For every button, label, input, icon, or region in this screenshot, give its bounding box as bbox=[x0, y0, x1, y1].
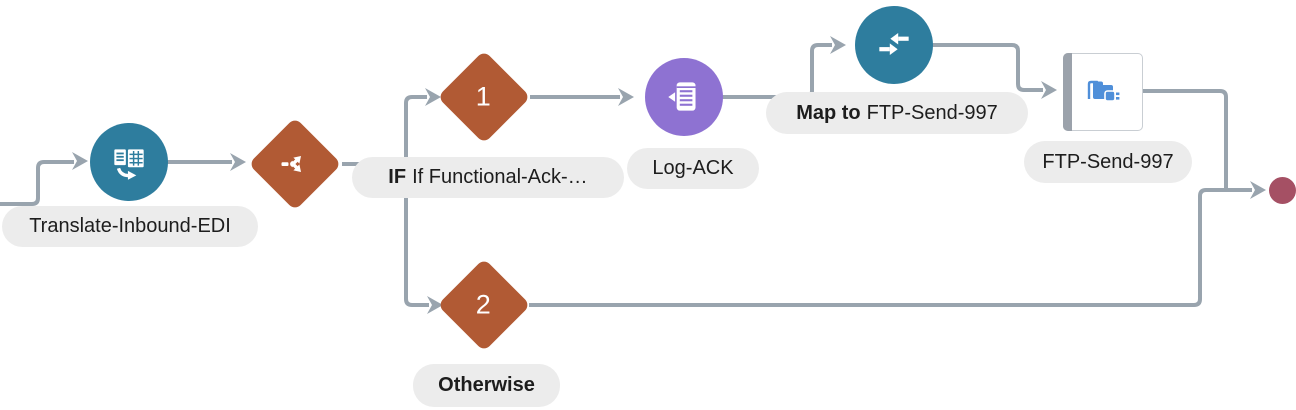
arrowhead bbox=[830, 36, 846, 54]
log-ack-label: Log-ACK bbox=[627, 148, 759, 189]
translate-label-text: Translate-Inbound-EDI bbox=[29, 215, 231, 237]
translate-node-label: Translate-Inbound-EDI bbox=[2, 206, 258, 247]
start-connector bbox=[0, 160, 74, 206]
branch-arrows-icon bbox=[281, 156, 301, 172]
branch2-to-end-connector bbox=[529, 188, 1252, 307]
map-arrows-icon bbox=[879, 32, 909, 55]
map-node-label: Map to FTP-Send-997 bbox=[766, 92, 1028, 134]
branch-1-number: 1 bbox=[476, 81, 492, 112]
ftp-label-text: FTP-Send-997 bbox=[1042, 150, 1174, 173]
log-ack-node[interactable] bbox=[645, 58, 723, 136]
branch-split-connector bbox=[404, 95, 429, 307]
map-target-text: FTP-Send-997 bbox=[866, 101, 998, 124]
ftp-to-end-connector bbox=[1142, 89, 1228, 190]
if-keyword-text: IF bbox=[388, 166, 407, 188]
branch-2-number: 2 bbox=[476, 289, 492, 320]
invoke-edge-bar bbox=[1063, 53, 1072, 131]
ftp-send-997-label: FTP-Send-997 bbox=[1024, 141, 1192, 183]
if-condition-text: If Functional-Ack-… bbox=[412, 166, 588, 188]
arrowhead bbox=[72, 152, 88, 170]
ftp-adapter-icon bbox=[1087, 80, 1120, 102]
arrowhead bbox=[1250, 181, 1266, 199]
logger-icon bbox=[668, 82, 696, 111]
map-to-ftp-connector bbox=[932, 43, 1043, 92]
arrowhead bbox=[425, 88, 441, 106]
log-to-map-connector bbox=[722, 43, 832, 99]
switch-node[interactable] bbox=[248, 117, 342, 211]
map-node[interactable] bbox=[855, 6, 933, 84]
arrowhead bbox=[427, 296, 443, 314]
arrowhead bbox=[618, 88, 634, 106]
arrowhead bbox=[1041, 81, 1057, 99]
end-node[interactable] bbox=[1269, 177, 1296, 204]
log-ack-label-text: Log-ACK bbox=[652, 157, 734, 179]
ftp-send-997-node[interactable] bbox=[1063, 53, 1143, 131]
switch-condition-label: IF If Functional-Ack-… bbox=[352, 157, 624, 198]
otherwise-label-text: Otherwise bbox=[438, 374, 535, 396]
translate-inbound-edi-node[interactable] bbox=[90, 123, 168, 201]
translate-icon bbox=[114, 149, 144, 180]
otherwise-label: Otherwise bbox=[413, 364, 560, 407]
arrowhead bbox=[230, 153, 246, 171]
map-to-keyword-text: Map to bbox=[796, 101, 861, 124]
